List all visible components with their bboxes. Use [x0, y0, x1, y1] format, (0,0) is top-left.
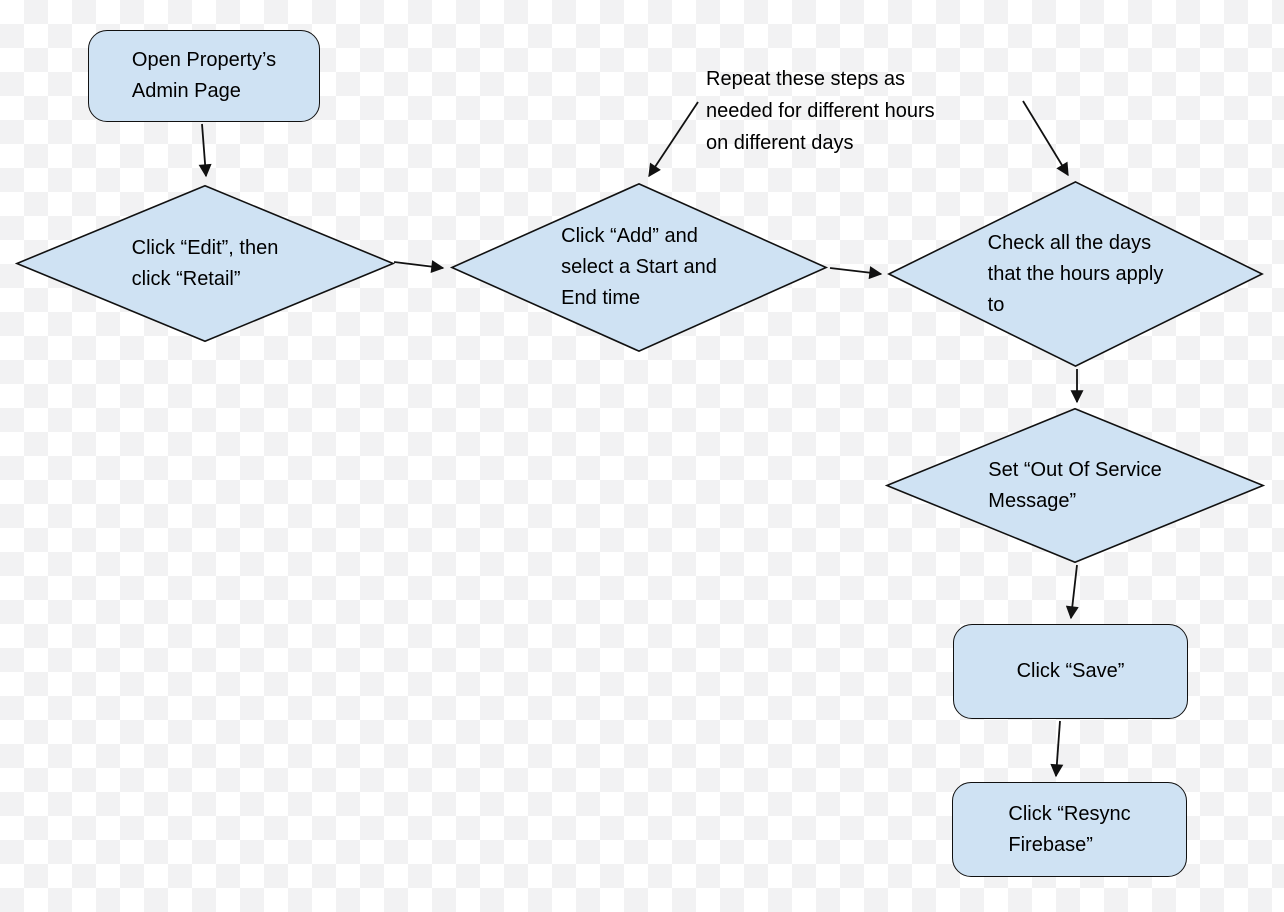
connector-edit-to-add [393, 260, 445, 274]
diamond-shape [450, 183, 828, 352]
node-open-admin-page: Open Property’s Admin Page [88, 30, 320, 122]
node-label: Set “Out Of Service Message” [988, 458, 1162, 512]
node-click-resync-firebase: Click “Resync Firebase” [952, 782, 1187, 877]
node-label: Click “Add” and select a Start and End t… [561, 225, 717, 309]
diamond-shape [885, 408, 1265, 563]
node-check-days: Check all the days that the hours apply … [887, 181, 1264, 367]
connector-open-to-edit [198, 123, 212, 178]
node-click-add-start-end: Click “Add” and select a Start and End t… [450, 183, 828, 352]
node-label: Click “Edit”, then click “Retail” [131, 236, 279, 290]
connector-oos-to-save [1065, 564, 1079, 620]
annotation-note: Repeat these steps as needed for differe… [706, 68, 935, 154]
connector-note-to-add [648, 101, 699, 178]
diamond-shape [887, 181, 1264, 367]
connector-add-to-check [829, 266, 883, 280]
diamond-shape [15, 185, 395, 342]
node-label: Check all the days that the hours apply … [987, 231, 1164, 316]
connector-note-to-check [1022, 100, 1069, 177]
node-click-edit-retail: Click “Edit”, then click “Retail” [15, 185, 395, 342]
connector-save-to-resync [1050, 720, 1064, 778]
node-label: Click “Save” [1016, 660, 1125, 682]
node-click-save: Click “Save” [953, 624, 1188, 719]
node-set-out-of-service: Set “Out Of Service Message” [885, 408, 1265, 563]
node-label: Open Property’s Admin Page [131, 49, 277, 102]
node-label: Click “Resync Firebase” [1008, 802, 1131, 856]
